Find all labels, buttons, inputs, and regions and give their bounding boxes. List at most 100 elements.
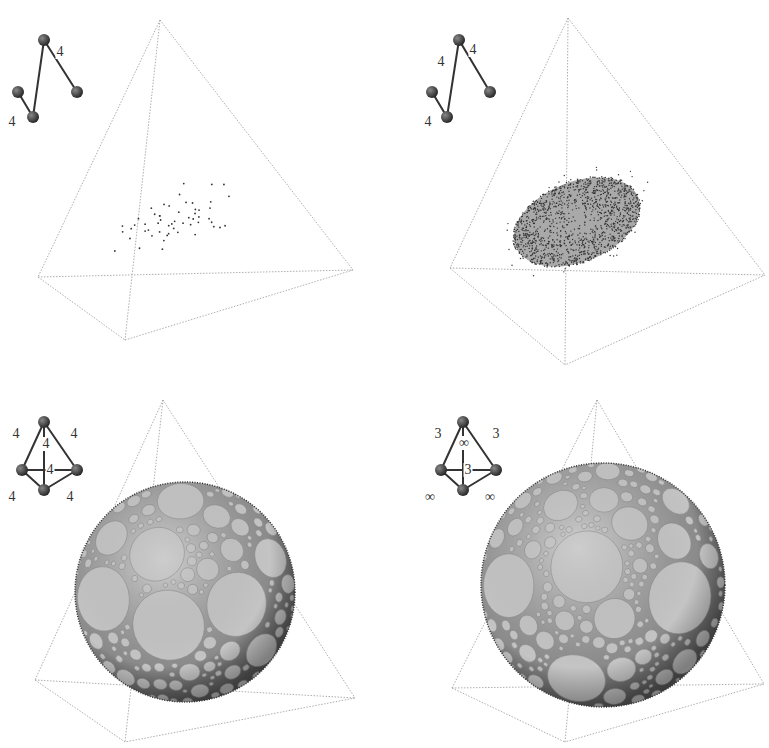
limit-point: [530, 261, 531, 262]
limit-point: [591, 254, 592, 255]
limit-point: [517, 221, 518, 222]
limit-point: [630, 230, 631, 231]
limit-point: [564, 187, 565, 188]
limit-point: [555, 206, 556, 207]
limit-point: [601, 244, 602, 245]
limit-point: [628, 210, 629, 211]
limit-point: [629, 217, 630, 218]
limit-point: [519, 236, 520, 237]
limit-point: [624, 190, 625, 191]
limit-point: [623, 224, 624, 225]
limit-point: [559, 241, 560, 242]
limit-point: [554, 187, 555, 188]
limit-point: [522, 256, 523, 257]
limit-point: [592, 209, 593, 210]
limit-point: [605, 206, 606, 207]
limit-point: [625, 226, 626, 227]
limit-point: [636, 197, 637, 198]
limit-point: [573, 186, 574, 187]
limit-point: [596, 199, 597, 200]
limit-point: [592, 243, 593, 244]
limit-point: [583, 253, 584, 254]
limit-point: [568, 191, 569, 192]
limit-point: [610, 215, 611, 216]
limit-point: [554, 260, 555, 261]
limit-point: [537, 201, 538, 202]
limit-point: [538, 234, 539, 235]
limit-point: [577, 256, 578, 257]
limit-point: [626, 220, 627, 221]
limit-point: [606, 228, 607, 229]
limit-point: [581, 251, 582, 252]
limit-point: [610, 223, 611, 224]
limit-point: [618, 182, 619, 183]
limit-point: [574, 189, 575, 190]
limit-point: [560, 190, 561, 191]
limit-point: [537, 236, 538, 237]
limit-point: [564, 184, 565, 185]
limit-point: [575, 257, 576, 258]
limit-point: [534, 238, 535, 239]
limit-point: [581, 239, 582, 240]
limit-point: [609, 247, 610, 248]
limit-point: [513, 244, 514, 245]
limit-point: [615, 229, 616, 230]
limit-point: [594, 193, 595, 194]
limit-point: [629, 185, 630, 186]
limit-point: [572, 255, 573, 256]
limit-point: [571, 260, 572, 261]
limit-point: [560, 240, 561, 241]
limit-point: [601, 213, 602, 214]
limit-point: [639, 214, 640, 215]
limit-point: [540, 203, 541, 204]
limit-point: [161, 248, 163, 250]
limit-point: [613, 247, 614, 248]
limit-point: [568, 236, 569, 237]
limit-point: [545, 215, 546, 216]
limit-point: [528, 248, 529, 249]
limit-point: [574, 261, 575, 262]
limit-point: [618, 238, 619, 239]
limit-point: [517, 229, 518, 230]
limit-point: [594, 234, 595, 235]
limit-point: [607, 245, 608, 246]
limit-point: [550, 254, 551, 255]
limit-point: [527, 207, 528, 208]
limit-point: [624, 238, 625, 239]
limit-point: [585, 197, 586, 198]
limit-point: [568, 252, 569, 253]
limit-point: [548, 193, 549, 194]
limit-point: [530, 260, 531, 261]
limit-point: [198, 209, 200, 211]
limit-point: [600, 225, 601, 226]
limit-point: [594, 196, 595, 197]
limit-point: [587, 180, 588, 181]
limit-point: [593, 188, 594, 189]
limit-point: [637, 204, 638, 205]
limit-point: [625, 193, 626, 194]
limit-point: [129, 238, 131, 240]
limit-point: [168, 225, 170, 227]
limit-point: [523, 252, 524, 253]
limit-point: [622, 209, 623, 210]
limit-point: [631, 194, 632, 195]
limit-point: [534, 220, 535, 221]
limit-point: [547, 265, 548, 266]
limit-point: [600, 250, 601, 251]
limit-point: [528, 210, 529, 211]
limit-point: [601, 180, 602, 181]
limit-point: [533, 232, 534, 233]
limit-point: [572, 233, 573, 234]
limit-point: [540, 261, 541, 262]
limit-point: [630, 201, 631, 202]
limit-point: [563, 227, 564, 228]
limit-point: [577, 179, 578, 180]
limit-point: [633, 192, 634, 193]
limit-point: [617, 202, 618, 203]
limit-point: [574, 202, 575, 203]
limit-point: [567, 196, 568, 197]
limit-point: [594, 255, 595, 256]
limit-point: [614, 225, 615, 226]
limit-point: [621, 236, 622, 237]
limit-point: [631, 230, 632, 231]
